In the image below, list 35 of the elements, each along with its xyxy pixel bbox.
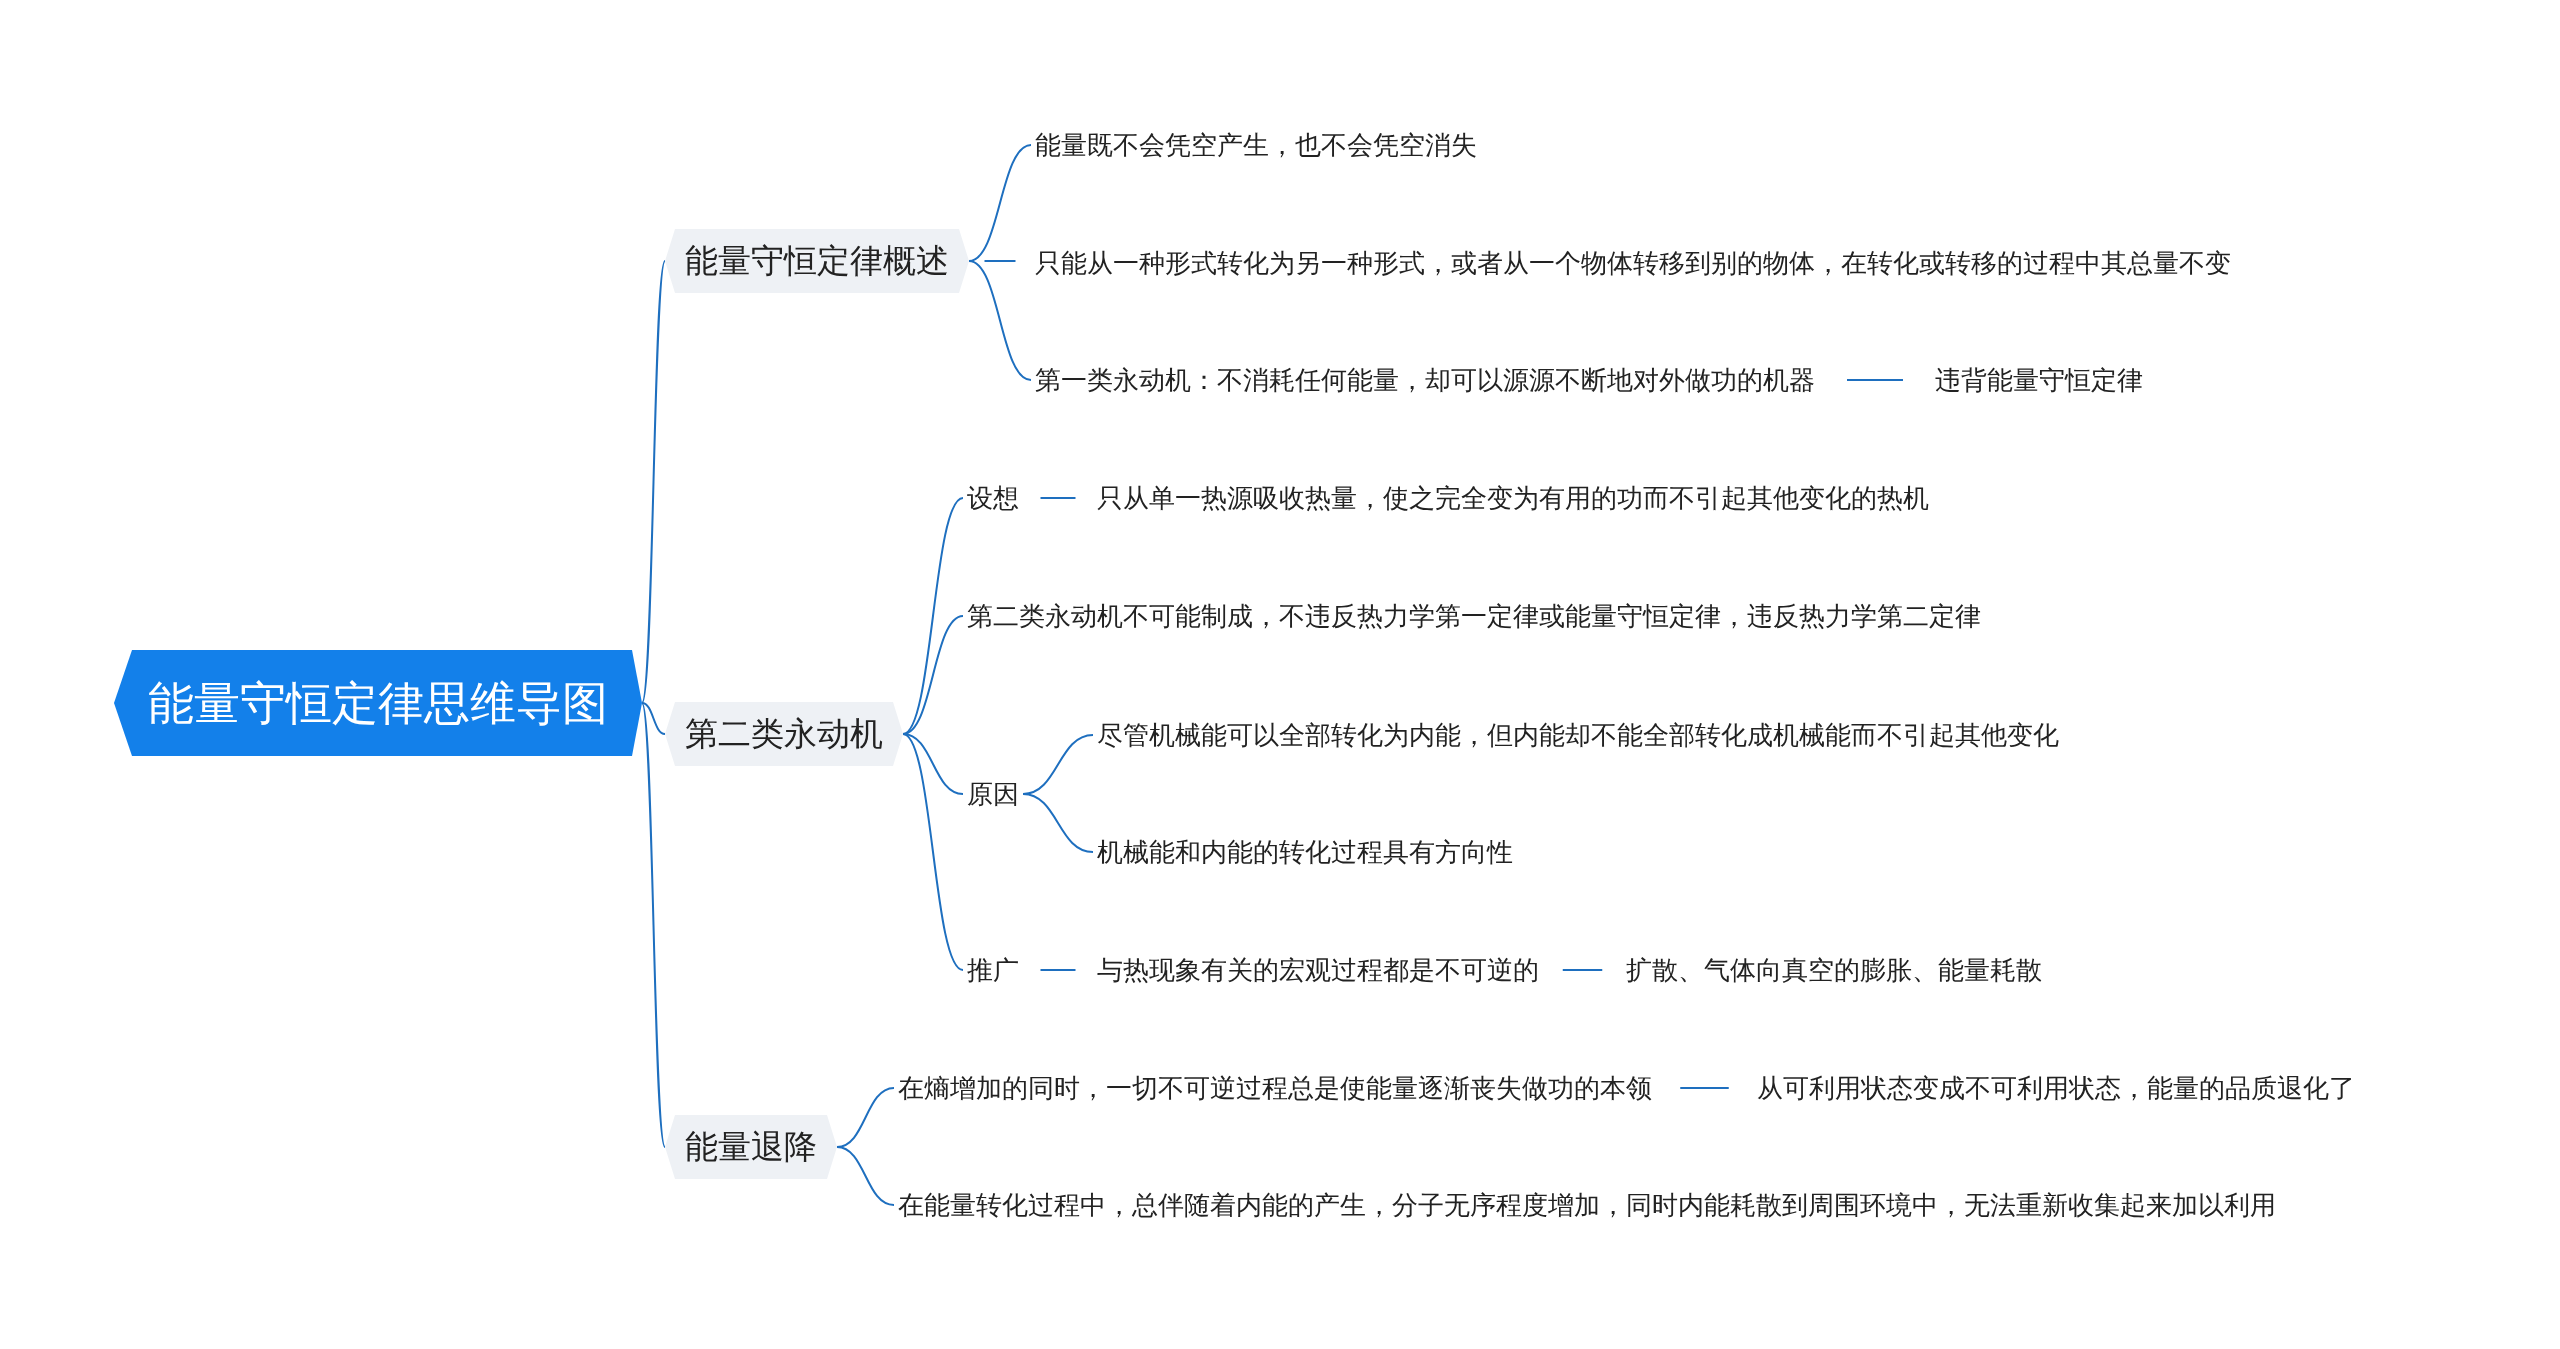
subtopic-text: 机械能和内能的转化过程具有方向性 <box>1093 831 1517 873</box>
subtopic-text: 只能从一种形式转化为另一种形式，或者从一个物体转移到别的物体，在转化或转移的过程中其总量不变 <box>1031 242 2235 284</box>
subtopic-text: 在能量转化过程中，总伴随着内能的产生，分子无序程度增加，同时内能耗散到周围环境中，无法重新收集起来加以利用 <box>894 1184 2280 1226</box>
subtopic-text: 第二类永动机不可能制成，不违反热力学第一定律或能量守恒定律，违反热力学第二定律 <box>963 595 1985 637</box>
connector-line <box>902 497 964 735</box>
subtopic-text: 在熵增加的同时，一切不可逆过程总是使能量逐渐丧失做功的本领 <box>894 1067 1656 1109</box>
connector-line <box>836 1146 895 1206</box>
connector-line <box>902 733 964 795</box>
central-topic: 能量守恒定律思维导图 <box>114 650 642 756</box>
connector-line <box>902 733 964 971</box>
connector-line <box>1022 793 1094 853</box>
connector-line <box>1039 969 1077 971</box>
subtopic-text: 尽管机械能可以全部转化为内能，但内能却不能全部转化成机械能而不引起其他变化 <box>1093 714 2063 756</box>
connector-line <box>968 260 1032 381</box>
main-topic: 能量退降 <box>665 1115 837 1179</box>
connector-line <box>1561 969 1604 971</box>
subtopic-text: 违背能量守恒定律 <box>1931 359 2147 401</box>
main-topic: 能量守恒定律概述 <box>665 229 969 293</box>
subtopic-text: 推广 <box>963 949 1023 991</box>
subtopic-text: 与热现象有关的宏观过程都是不可逆的 <box>1093 949 1543 991</box>
connector-line <box>983 260 1017 262</box>
subtopic-text: 能量既不会凭空产生，也不会凭空消失 <box>1031 124 1481 166</box>
subtopic-text: 设想 <box>963 477 1023 519</box>
main-topic: 第二类永动机 <box>665 702 903 766</box>
subtopic-text: 第一类永动机：不消耗任何能量，却可以源源不断地对外做功的机器 <box>1031 359 1819 401</box>
connector-line <box>1039 497 1077 499</box>
connector-line <box>1846 379 1904 381</box>
connector-line <box>641 702 666 735</box>
subtopic-text: 原因 <box>963 773 1023 815</box>
connector-line <box>1679 1087 1730 1089</box>
subtopic-text: 只从单一热源吸收热量，使之完全变为有用的功而不引起其他变化的热机 <box>1093 477 1933 519</box>
connector-line <box>641 702 666 1148</box>
connector-line <box>641 260 666 704</box>
subtopic-text: 扩散、气体向真空的膨胀、能量耗散 <box>1622 949 2046 991</box>
subtopic-text: 从可利用状态变成不可利用状态，能量的品质退化了 <box>1753 1067 2359 1109</box>
